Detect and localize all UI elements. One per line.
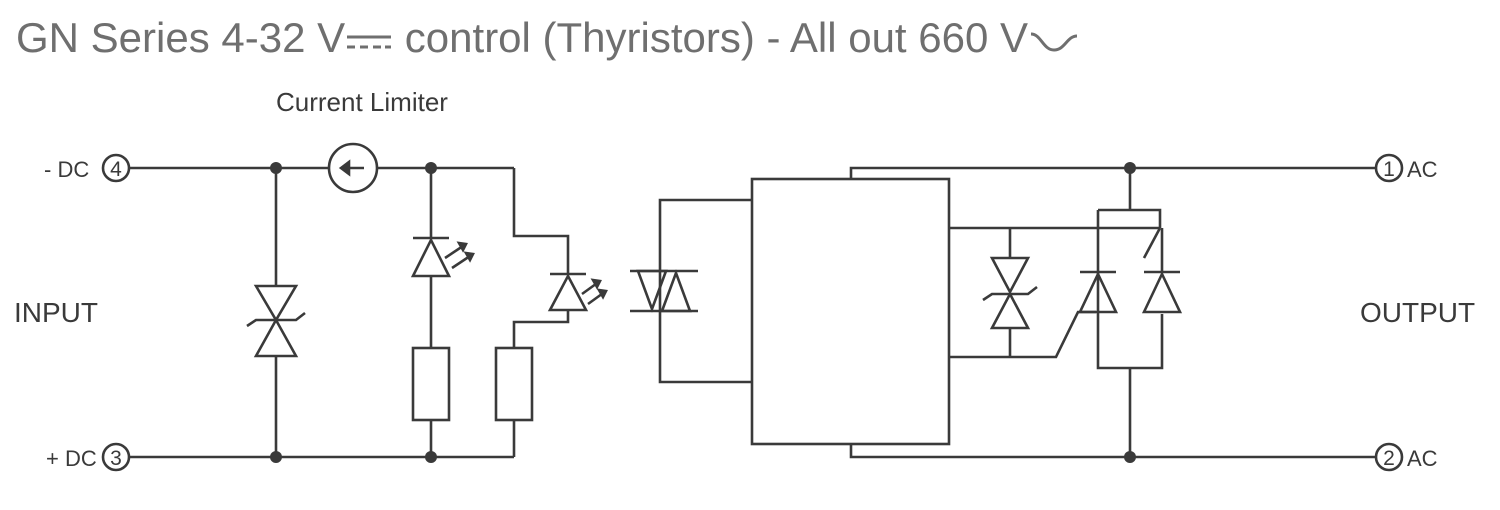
- led-resistor-icon: [411, 346, 451, 457]
- thyristor-pair-icon: [1077, 168, 1183, 457]
- output-varistor-icon: [949, 226, 1160, 359]
- terminal-pos-dc-text: + DC: [46, 446, 97, 471]
- indicator-led-icon: [410, 168, 475, 348]
- control-block: [750, 177, 951, 446]
- current-limiter-label: Current Limiter: [276, 87, 448, 117]
- ac2-rail: [849, 444, 1375, 459]
- output-label: OUTPUT: [1360, 297, 1475, 328]
- terminal-ac2-text: AC: [1407, 446, 1438, 471]
- optocoupler-led-icon: [512, 168, 608, 348]
- opto-resistor-icon: [494, 346, 534, 457]
- terminal-ac2: [1374, 442, 1404, 472]
- terminal-ac1-text: AC: [1407, 157, 1438, 182]
- ac-symbol-icon: [1030, 32, 1078, 52]
- input-tvs-diode-icon: [246, 168, 306, 457]
- opto-triac-icon: [630, 198, 752, 384]
- current-limiter-icon: [327, 142, 379, 194]
- terminal-ac1-number: 1: [1383, 158, 1395, 181]
- dc-symbol-icon: [347, 35, 392, 49]
- terminal-ac1: [1374, 153, 1404, 183]
- title-middle: control (Thyristors) - All out 660 V: [393, 14, 1029, 61]
- terminal-neg-dc-number: 4: [110, 158, 122, 181]
- diagram-title: GN Series 4-32 V control (Thyristors) - …: [16, 10, 1080, 66]
- terminal-pos-dc-number: 3: [110, 447, 122, 470]
- ac1-rail: [849, 166, 1375, 179]
- title-prefix: GN Series 4-32 V: [16, 14, 346, 61]
- input-label: INPUT: [14, 297, 98, 328]
- terminal-ac2-number: 2: [1383, 447, 1395, 470]
- terminal-neg-dc-text: - DC: [44, 157, 89, 182]
